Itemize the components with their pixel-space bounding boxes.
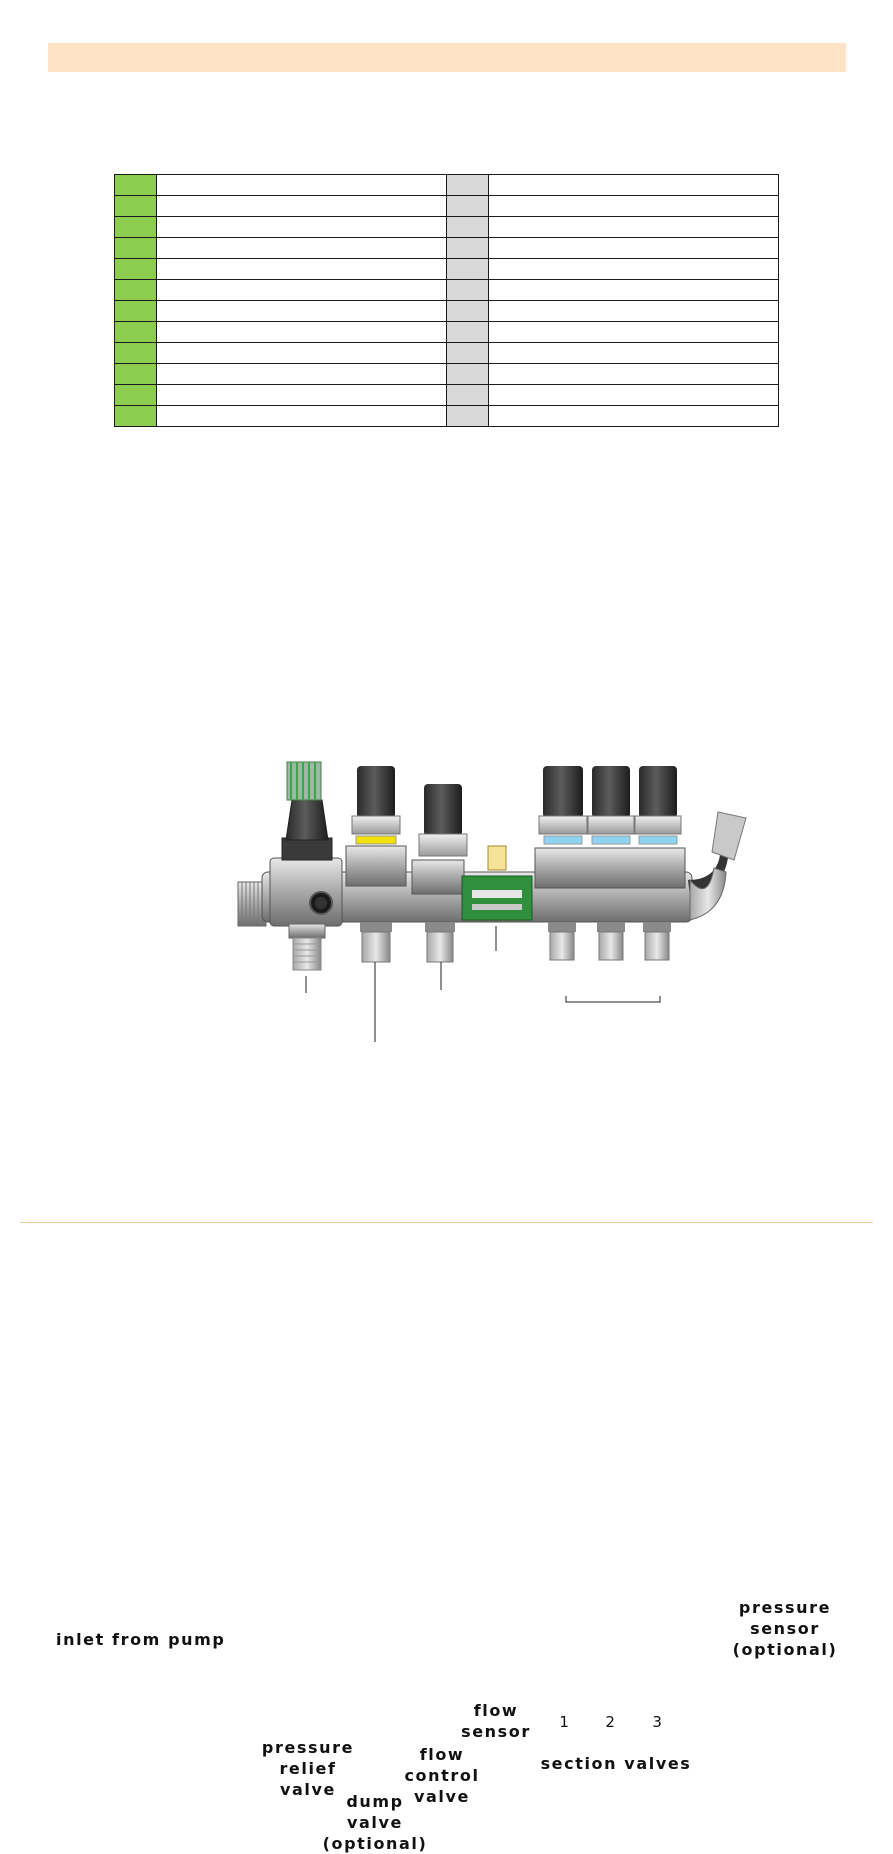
- spec-table-row: [114, 237, 779, 259]
- row-text-right: [488, 405, 779, 427]
- section-number-3: 3: [652, 1713, 664, 1731]
- label-inlet-from-pump: inlet from pump: [56, 1630, 226, 1649]
- row-number-right: [446, 342, 489, 364]
- header-band: [48, 43, 846, 72]
- row-text-left: [156, 174, 447, 196]
- row-number-left: [114, 300, 157, 322]
- row-text-right: [488, 258, 779, 280]
- row-text-right: [488, 216, 779, 238]
- row-number-right: [446, 300, 489, 322]
- label-flow-sensor: flow sensor: [461, 1701, 531, 1741]
- spec-table-row: [114, 384, 779, 406]
- spec-table-row: [114, 279, 779, 301]
- section-number-1: 1: [559, 1713, 571, 1731]
- row-text-left: [156, 216, 447, 238]
- footer-divider: [20, 1222, 873, 1223]
- spec-table-row: [114, 363, 779, 385]
- row-number-left: [114, 321, 157, 343]
- flow-sensor: [461, 845, 533, 921]
- dump-valve: [345, 766, 407, 963]
- row-text-right: [488, 321, 779, 343]
- row-number-right: [446, 384, 489, 406]
- row-text-right: [488, 342, 779, 364]
- flow-control-valve: [411, 784, 468, 963]
- section-valve-block: [534, 847, 686, 889]
- row-number-right: [446, 195, 489, 217]
- leader-lines: [305, 926, 661, 1042]
- row-text-left: [156, 405, 447, 427]
- row-text-left: [156, 363, 447, 385]
- row-text-left: [156, 384, 447, 406]
- spec-table-row: [114, 195, 779, 217]
- row-text-right: [488, 363, 779, 385]
- row-number-left: [114, 363, 157, 385]
- row-text-right: [488, 174, 779, 196]
- label-section-valves: section valves: [540, 1754, 692, 1773]
- row-text-left: [156, 279, 447, 301]
- spec-table-row: [114, 321, 779, 343]
- row-text-left: [156, 342, 447, 364]
- row-number-left: [114, 405, 157, 427]
- inlet-fitting: [237, 881, 267, 927]
- pressure-relief-valve: [269, 761, 343, 971]
- section-valve-1: [538, 766, 588, 961]
- label-flow-control-valve: flow control valve: [404, 1745, 480, 1806]
- row-number-left: [114, 195, 157, 217]
- spec-table-row: [114, 342, 779, 364]
- row-number-left: [114, 237, 157, 259]
- spec-table-row: [114, 258, 779, 280]
- row-number-right: [446, 216, 489, 238]
- row-number-left: [114, 174, 157, 196]
- pressure-sensor: [688, 811, 747, 921]
- spec-table-row: [114, 405, 779, 427]
- row-text-left: [156, 300, 447, 322]
- spec-table-row: [114, 300, 779, 322]
- row-number-left: [114, 384, 157, 406]
- row-text-left: [156, 195, 447, 217]
- manifold-illustration: [237, 761, 747, 1042]
- row-number-right: [446, 405, 489, 427]
- row-number-right: [446, 174, 489, 196]
- spec-table-row: [114, 174, 779, 196]
- row-number-right: [446, 321, 489, 343]
- row-number-left: [114, 258, 157, 280]
- row-text-left: [156, 237, 447, 259]
- row-number-left: [114, 279, 157, 301]
- row-text-left: [156, 258, 447, 280]
- section-valve-2: [587, 766, 635, 961]
- spec-table: [114, 174, 779, 427]
- row-number-right: [446, 258, 489, 280]
- row-text-right: [488, 195, 779, 217]
- row-text-left: [156, 321, 447, 343]
- row-number-left: [114, 342, 157, 364]
- row-number-right: [446, 363, 489, 385]
- spec-table-row: [114, 216, 779, 238]
- row-number-right: [446, 279, 489, 301]
- row-text-right: [488, 279, 779, 301]
- label-pressure-sensor: pressure sensor (optional): [732, 1598, 838, 1659]
- row-number-right: [446, 237, 489, 259]
- row-text-right: [488, 384, 779, 406]
- section-number-2: 2: [605, 1713, 617, 1731]
- section-valve-3: [634, 766, 682, 961]
- row-text-right: [488, 237, 779, 259]
- sprayer-manifold-diagram: inlet from pump pressure relief valve du…: [0, 740, 893, 1853]
- row-number-left: [114, 216, 157, 238]
- row-text-right: [488, 300, 779, 322]
